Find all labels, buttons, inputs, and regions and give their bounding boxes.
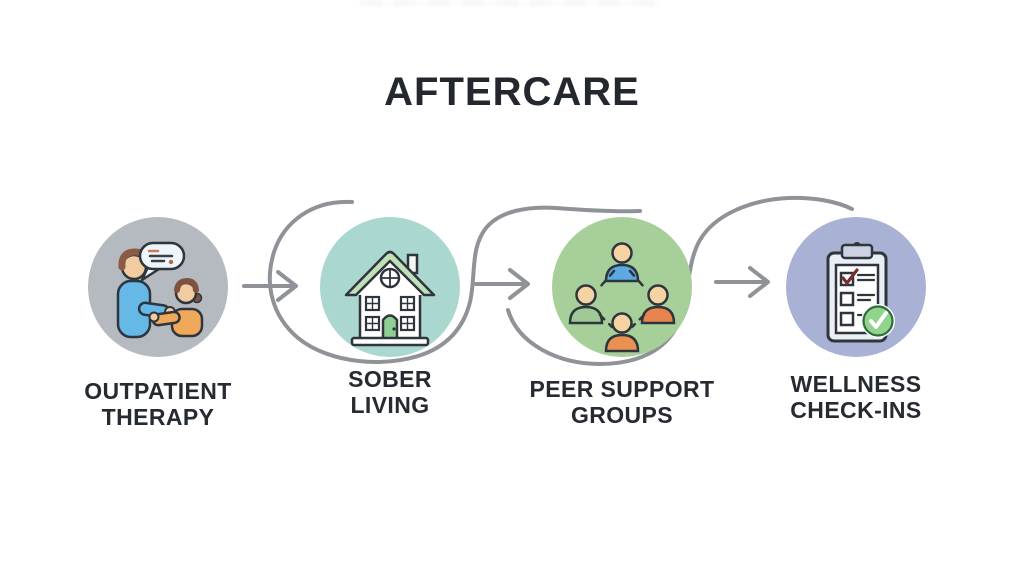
step-peer-support-groups: PEER SUPPORT GROUPS	[512, 217, 732, 428]
step-label-line2: LIVING	[350, 392, 430, 418]
step-label: WELLNESS CHECK-INS	[746, 371, 966, 423]
clipboard-checklist-icon	[786, 217, 926, 357]
step-outpatient-therapy: OUTPATIENT THERAPY	[48, 217, 268, 430]
flow-arrow-1	[242, 270, 298, 302]
step-label-line1: SOBER	[348, 366, 432, 392]
peer-group-icon	[552, 217, 692, 357]
house-door	[381, 314, 399, 341]
step-label: SOBER LIVING	[280, 366, 500, 418]
house-icon	[320, 217, 460, 357]
cropped-text-artifact	[360, 0, 660, 6]
step-label-line2: THERAPY	[101, 404, 215, 430]
speech-bubble-icon	[138, 241, 186, 282]
flow-arrow-2	[474, 268, 530, 300]
s-curve-around-sober-living	[267, 199, 642, 364]
step-sober-living: SOBER LIVING	[280, 217, 500, 418]
step-label-line2: GROUPS	[570, 402, 674, 428]
checklist-rows	[839, 268, 876, 327]
step-label: PEER SUPPORT GROUPS	[512, 376, 732, 428]
step-label-line1: OUTPATIENT	[84, 378, 232, 404]
diagram-title: AFTERCARE	[384, 70, 640, 114]
flow-arrow-3	[714, 266, 770, 298]
green-check-badge	[861, 304, 895, 338]
step-label: OUTPATIENT THERAPY	[48, 378, 268, 430]
step-label-line2: CHECK-INS	[790, 397, 922, 423]
step-wellness-check-ins: WELLNESS CHECK-INS	[746, 217, 966, 423]
step-label-line1: PEER SUPPORT	[529, 376, 715, 402]
dashed-connection-marks	[598, 269, 646, 329]
step-circle	[88, 217, 228, 357]
therapy-conversation-icon	[88, 217, 228, 357]
step-label-line1: WELLNESS	[790, 371, 922, 397]
red-checkmark	[841, 268, 859, 285]
